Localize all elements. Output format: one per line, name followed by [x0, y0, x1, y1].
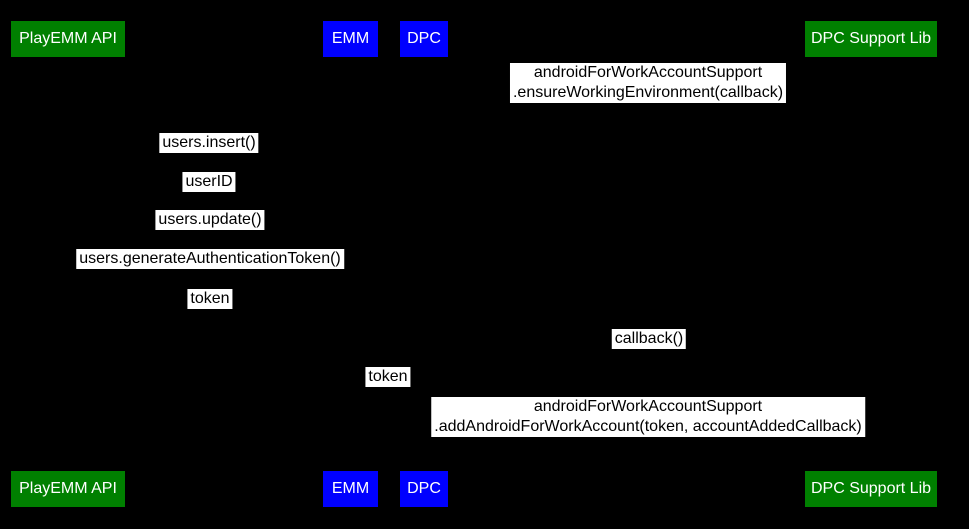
- message-line: users.generateAuthenticationToken(): [79, 250, 341, 267]
- actor-dpc-top: DPC: [400, 21, 448, 57]
- message-token-emm: token: [187, 289, 233, 309]
- message-users-generate-authentication-token: users.generateAuthenticationToken(): [76, 249, 344, 269]
- message-line: androidForWorkAccountSupport: [533, 64, 763, 81]
- actor-emm-bottom: EMM: [323, 471, 378, 507]
- message-line: callback(): [614, 330, 684, 347]
- message-line: androidForWorkAccountSupport: [533, 398, 763, 415]
- message-line: users.update(): [158, 211, 262, 228]
- actor-dpc-bottom: DPC: [400, 471, 448, 507]
- message-line: .ensureWorkingEnvironment(callback): [512, 84, 784, 101]
- message-user-id: userID: [182, 172, 236, 192]
- message-users-update: users.update(): [155, 210, 265, 230]
- actor-play-emm-api-bottom: PlayEMM API: [11, 471, 125, 507]
- message-add-android-for-work-account: androidForWorkAccountSupport .addAndroidF…: [431, 397, 865, 437]
- message-callback: callback(): [611, 329, 687, 349]
- message-ensure-working-environment: androidForWorkAccountSupport .ensureWorki…: [509, 63, 787, 103]
- actor-emm-top: EMM: [323, 21, 378, 57]
- actor-dpc-support-lib-top: DPC Support Lib: [805, 21, 937, 57]
- message-line: token: [190, 290, 230, 307]
- actor-dpc-support-lib-bottom: DPC Support Lib: [805, 471, 937, 507]
- message-users-insert: users.insert(): [159, 133, 259, 153]
- message-line: users.insert(): [162, 134, 256, 151]
- message-line: .addAndroidForWorkAccount(token, account…: [434, 418, 862, 435]
- message-line: userID: [185, 173, 233, 190]
- actor-play-emm-api-top: PlayEMM API: [11, 21, 125, 57]
- message-line: token: [368, 368, 408, 385]
- message-token-dpc: token: [365, 367, 411, 387]
